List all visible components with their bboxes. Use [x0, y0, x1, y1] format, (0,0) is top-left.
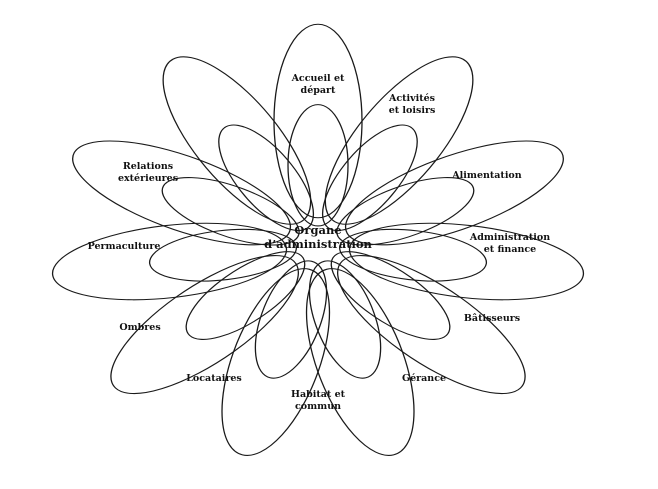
outer-petal-ombres: [51, 222, 288, 301]
circle-label-activites-line2: et loisirs: [389, 105, 436, 116]
inner-petal-administration: [339, 228, 488, 282]
circle-label-permaculture-line1: Permaculture: [88, 241, 161, 252]
outer-petal-habitat: [221, 268, 331, 456]
inner-petal-alimentation: [336, 177, 475, 246]
circle-label-administration-line2: et finance: [484, 244, 536, 255]
outer-petal-administration: [348, 222, 585, 301]
circle-label-locataires-line1: Locataires: [186, 373, 242, 384]
circle-label-gerance-line1: Gérance: [402, 373, 446, 384]
circle-label-accueil-line2: départ: [301, 85, 336, 96]
circle-label-relations-line1: Relations: [123, 161, 173, 172]
outer-petal-accueil: [273, 23, 363, 219]
inner-petal-locataires: [185, 251, 306, 340]
circle-label-alimentation-line1: Alimentation: [451, 170, 521, 181]
center-label-line1: Organe: [294, 223, 341, 237]
circle-label-activites-line1: Activités: [388, 93, 435, 104]
circle-label-accueil-line1: Accueil et: [291, 73, 345, 84]
circle-label-habitat-line1: Habitat et: [291, 389, 346, 400]
center-label-line2: d’administration: [264, 237, 372, 251]
outer-petal-activites: [324, 56, 474, 225]
inner-petal-permaculture: [161, 177, 300, 246]
inner-petal-accueil: [287, 104, 349, 227]
circle-label-administration-line1: Administration: [469, 232, 550, 243]
circle-label-habitat-line2: commun: [295, 401, 341, 412]
center-node: Organe d’administration: [264, 223, 372, 251]
inner-petal-ombres: [148, 228, 297, 282]
inner-petal-habitat: [254, 260, 328, 379]
outer-petal-gerance: [305, 268, 415, 456]
circle-label-relations-line2: extérieures: [118, 173, 178, 184]
circle-label-batisseurs-line1: Bâtisseurs: [464, 313, 520, 324]
inner-petal-activites: [321, 124, 418, 232]
inner-petal-relations: [218, 124, 315, 232]
inner-petal-gerance: [308, 260, 382, 379]
circle-label-ombres-line1: Ombres: [119, 322, 160, 333]
inner-petal-batisseurs: [330, 251, 451, 340]
petal-layer: [51, 23, 585, 456]
outer-petal-relations: [162, 56, 312, 225]
